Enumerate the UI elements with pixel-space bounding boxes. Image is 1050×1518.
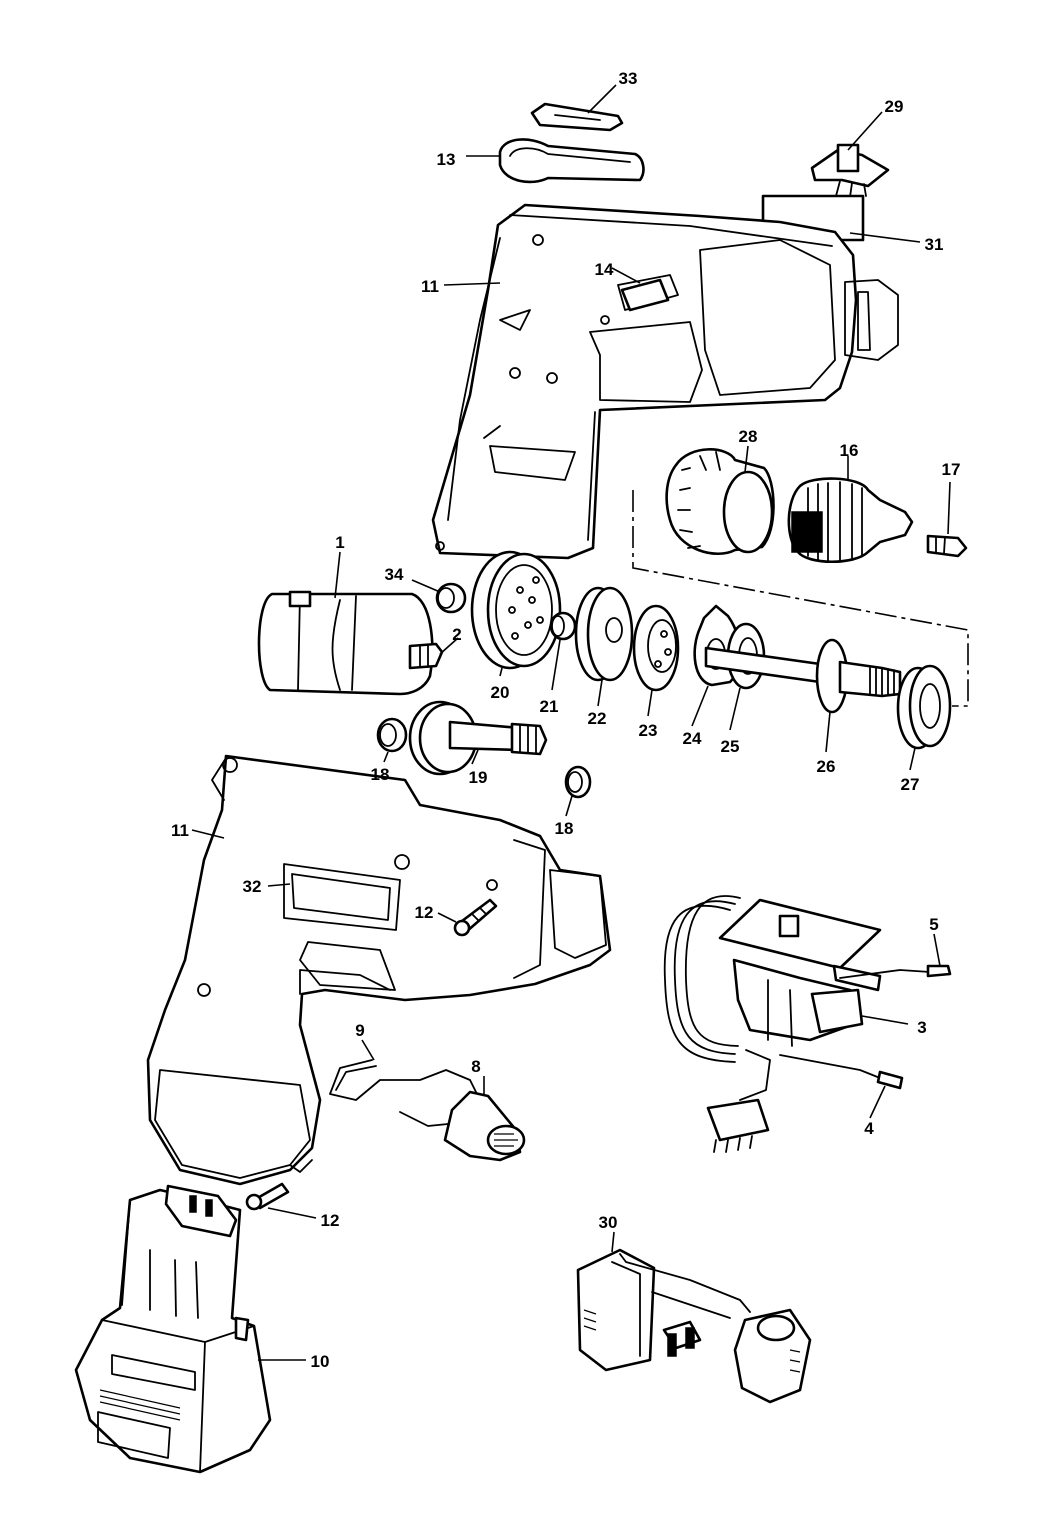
housing-half-upper — [431, 203, 899, 560]
callout-1: 1 — [335, 533, 344, 552]
part-26-spindle — [815, 638, 902, 753]
part-23-carrier — [632, 604, 680, 717]
part-32-label — [267, 883, 291, 887]
callout-25: 25 — [721, 737, 740, 756]
part-25-washer — [726, 622, 766, 731]
callout-12-lower: 12 — [321, 1211, 340, 1230]
callout-10: 10 — [311, 1352, 330, 1371]
callout-8: 8 — [471, 1057, 480, 1076]
part-22-gear — [574, 586, 634, 707]
part-21-pin — [549, 611, 577, 691]
callout-23: 23 — [639, 721, 658, 740]
part-1-motor — [257, 551, 444, 696]
callout-32: 32 — [243, 877, 262, 896]
part-3-switch-assembly — [663, 895, 931, 1153]
callout-17: 17 — [942, 460, 961, 479]
part-28-collar — [665, 445, 775, 555]
part-29-switch — [810, 111, 890, 198]
callout-4: 4 — [864, 1119, 874, 1138]
part-19-gear-shaft — [408, 700, 548, 776]
callout-18-right: 18 — [555, 819, 574, 838]
callout-20: 20 — [491, 683, 510, 702]
callout-21: 21 — [540, 697, 559, 716]
callout-11-lower: 11 — [171, 821, 189, 840]
part-16-chuck — [787, 456, 914, 564]
part-27-bearing — [896, 664, 952, 771]
callout-5: 5 — [929, 915, 938, 934]
callout-33: 33 — [619, 69, 638, 88]
callout-29: 29 — [885, 97, 904, 116]
callout-18-left: 18 — [371, 765, 390, 784]
callout-26: 26 — [817, 757, 836, 776]
callout-14: 14 — [595, 260, 614, 279]
assembly-line — [632, 490, 969, 707]
part-17-screw — [926, 481, 968, 558]
part-30-charger — [576, 1231, 812, 1404]
callout-28: 28 — [739, 427, 758, 446]
callout-labels: 33 29 13 31 14 11 28 16 17 1 34 2 20 21 … — [171, 69, 960, 1371]
callout-31: 31 — [925, 235, 944, 254]
part-18-bush-left — [376, 717, 408, 763]
part-34-bearing — [411, 579, 467, 614]
callout-2: 2 — [452, 625, 461, 644]
callout-13: 13 — [437, 150, 456, 169]
part-10-battery — [74, 1184, 306, 1474]
part-4-terminal — [869, 1070, 904, 1119]
part-33-bit — [530, 84, 624, 132]
callout-11-upper: 11 — [421, 277, 439, 296]
callout-19: 19 — [469, 768, 488, 787]
callout-3: 3 — [917, 1018, 926, 1037]
callout-22: 22 — [588, 709, 607, 728]
part-18-bush-right — [564, 765, 592, 817]
part-2-pinion — [439, 637, 459, 655]
part-14-switch-button — [611, 267, 670, 312]
callout-16: 16 — [840, 441, 859, 460]
part-12-screw-upper — [437, 898, 498, 937]
callout-9: 9 — [355, 1021, 364, 1040]
callout-30: 30 — [599, 1213, 618, 1232]
part-20-gear — [470, 550, 562, 677]
housing-half-lower — [146, 754, 612, 1186]
callout-24: 24 — [683, 729, 702, 748]
part-5-terminal — [926, 933, 952, 978]
callout-12-upper: 12 — [415, 903, 434, 922]
callout-34: 34 — [385, 565, 404, 584]
part-12-screw-lower — [245, 1182, 317, 1219]
callout-27: 27 — [901, 775, 920, 794]
part-13-cover — [466, 138, 645, 184]
part-8-switch — [443, 1076, 526, 1162]
